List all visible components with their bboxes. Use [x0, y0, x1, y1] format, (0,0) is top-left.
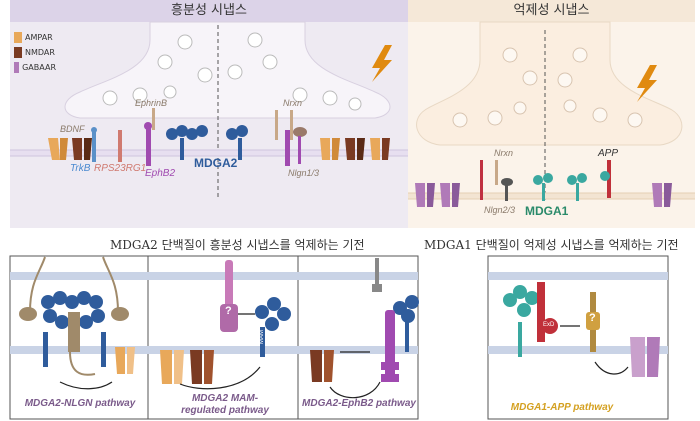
- panel1-nlgn-diagram: [19, 256, 135, 390]
- nrxn-nlgn-left: [275, 110, 307, 164]
- label-ephrinb: EphrinB: [135, 98, 168, 108]
- vesicles-inhibitory: [452, 47, 643, 128]
- ephrinb-ligand: [152, 108, 155, 130]
- panel3-ephb2-diagram: [310, 258, 419, 399]
- label-nrxn-left: Nrxn: [283, 98, 303, 108]
- panel-border-4: [487, 255, 669, 420]
- excitatory-postsynaptic-membrane: [10, 150, 408, 156]
- pathway-label-app: MDGA1-APP pathway: [510, 402, 614, 413]
- label-ephb2: EphB2: [145, 168, 176, 179]
- label-rps23rg1: RPS23RG1: [94, 163, 147, 174]
- synapse-diagram: [10, 21, 695, 207]
- lightning-bolt-icon-left: [372, 45, 392, 82]
- header-left-bar: [10, 0, 408, 22]
- label-exd: ExD: [543, 322, 555, 328]
- legend-item-ampar: AMPAR: [14, 30, 56, 45]
- label-nlgn23: Nlgn2/3: [484, 205, 516, 215]
- label-nlgn13: Nlgn1/3: [288, 168, 320, 178]
- section-title-right: MDGA1 단백질이 억제성 시냅스를 억제하는 기전: [424, 238, 679, 252]
- section-title-left: MDGA2 단백질이 흥분성 시냅스를 억제하는 기전: [110, 238, 365, 252]
- pathway-label-ephb2: MDGA2-EphB2 pathway: [302, 398, 416, 409]
- label-app: APP: [598, 148, 619, 159]
- panel2-mam-diagram: [160, 260, 291, 390]
- mdga2-clusters: [166, 125, 248, 160]
- label-bdnf: BDNF: [60, 124, 85, 134]
- rps23rg1-protein: [118, 130, 122, 162]
- ampar-receptors-left: [48, 138, 92, 160]
- legend-item-gabaar: GABAAR: [14, 60, 56, 75]
- legend-label-gabaar: GABAAR: [22, 63, 56, 72]
- header-right-bar: [408, 0, 695, 22]
- nrxn-nlgn-right: [480, 160, 513, 201]
- panel-border-3: [297, 255, 419, 420]
- label-trkb: TrkB: [70, 163, 91, 174]
- inhibitory-presynaptic-terminal: [416, 21, 683, 146]
- label-mdga2: MDGA2: [194, 156, 238, 170]
- pathway-label-mam: MDGA2 MAM-regulated pathway: [181, 393, 269, 416]
- gabaar-receptors-right: [652, 183, 672, 207]
- header-inhibitory: 억제성 시냅스: [513, 3, 590, 18]
- legend-label-ampar: AMPAR: [25, 33, 53, 42]
- gabaar-icon: [14, 62, 20, 73]
- label-question-2: ?: [589, 312, 596, 324]
- trkb-receptor: [91, 127, 97, 162]
- legend-label-nmdar: NMDAR: [25, 48, 55, 57]
- pathway-panels: [9, 255, 669, 420]
- ampar-receptors-right: [320, 138, 390, 160]
- nmdar-icon: [14, 47, 22, 58]
- label-mam: MAM: [259, 330, 265, 344]
- ephb2-receptor: [144, 122, 152, 166]
- header-excitatory: 흥분성 시냅스: [171, 3, 247, 18]
- nlgn13-receptor: [285, 130, 290, 166]
- label-mdga1: MDGA1: [525, 204, 569, 218]
- ampar-icon: [14, 32, 22, 43]
- label-question-1: ?: [225, 305, 232, 317]
- inhibitory-postsynaptic-membrane: [408, 193, 695, 199]
- label-nrxn-right: Nrxn: [494, 148, 514, 158]
- pathway-label-nlgn: MDGA2-NLGN pathway: [24, 398, 136, 409]
- legend-item-nmdar: NMDAR: [14, 45, 56, 60]
- legend: AMPAR NMDAR GABAAR: [14, 30, 56, 75]
- membranes-bottom: [10, 272, 668, 354]
- panel4-app-diagram: [503, 282, 660, 377]
- gabaar-receptors-left: [415, 183, 460, 207]
- app-protein: [600, 160, 611, 198]
- lightning-bolt-icon-right: [637, 65, 657, 102]
- mdga1-clusters: [533, 173, 587, 201]
- vesicles-excitatory: [102, 32, 362, 111]
